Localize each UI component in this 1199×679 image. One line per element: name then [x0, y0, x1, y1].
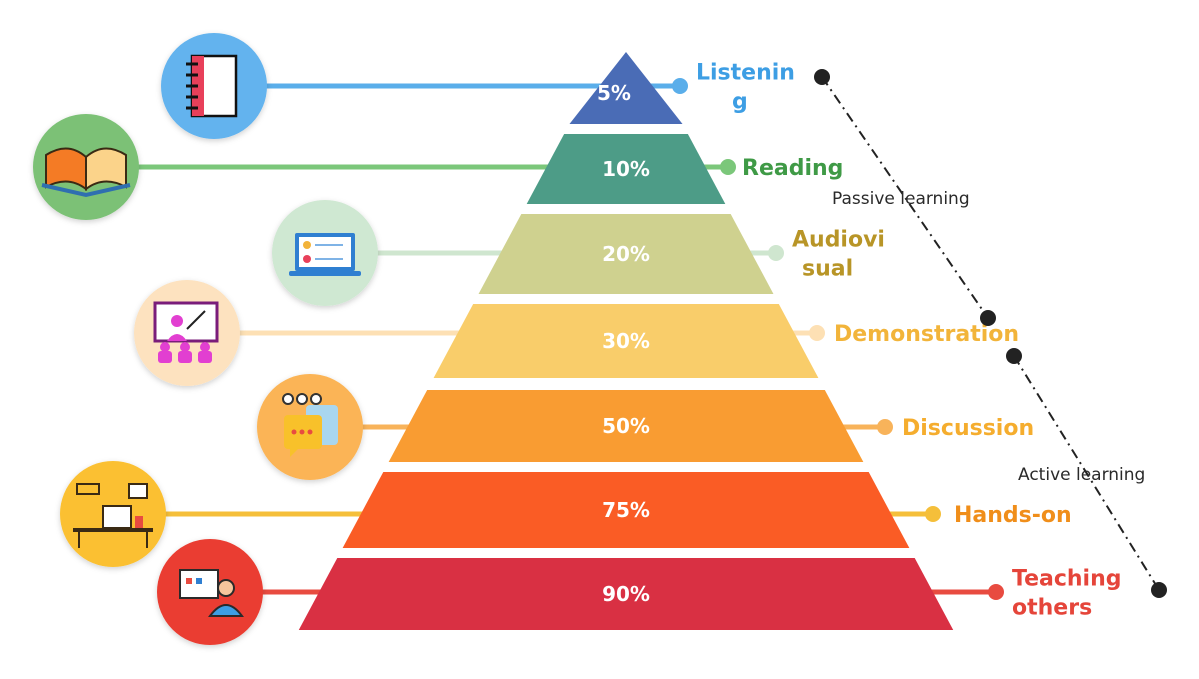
- percentage-hands-on: 75%: [602, 498, 650, 522]
- active-learning-dashdot-line: [1013, 355, 1160, 591]
- presentation-board-icon: [134, 280, 240, 386]
- chat-bubbles-icon: [257, 374, 363, 480]
- active-end-dot: [1151, 582, 1167, 598]
- percentage-discussion: 50%: [602, 414, 650, 438]
- percentage-demonstration: 30%: [602, 329, 650, 353]
- connector-end-dot-teachingothers: [988, 584, 1004, 600]
- label-listening-line-2: g: [732, 90, 748, 115]
- label-demonstration-line-1: Demonstration: [834, 322, 1019, 347]
- percentage-reading: 10%: [602, 157, 650, 181]
- learning-type-indicators: Passive learning Active learning: [814, 69, 1167, 598]
- teacher-icon: [157, 539, 263, 645]
- pyramid-layer-reading: [526, 134, 726, 204]
- pyramid-layer-hands-on: [342, 472, 910, 548]
- laptop-icon: [272, 200, 378, 306]
- passive-end-dot: [980, 310, 996, 326]
- level-icons: [33, 33, 378, 645]
- label-audiovisual-line-1: Audiovi: [792, 228, 885, 253]
- label-hands-on-line-1: Hands-on: [954, 503, 1072, 528]
- passive-learning-label: Passive learning: [832, 189, 970, 209]
- pyramid-layer-listening: [569, 52, 683, 124]
- pyramid-layer-teachingothers: [298, 558, 954, 630]
- pyramid: 5% 10% 20% 30% 50% 75% 90%: [298, 52, 954, 630]
- connector-end-dot-audiovisual: [768, 245, 784, 261]
- percentage-listening: 5%: [597, 81, 631, 105]
- pyramid-layer-audiovisual: [478, 214, 774, 294]
- percentage-teachingothers: 90%: [602, 582, 650, 606]
- connector-end-dot-reading: [720, 159, 736, 175]
- workspace-desk-icon: [60, 461, 166, 567]
- label-discussion-line-1: Discussion: [902, 416, 1034, 441]
- connector-end-dot-demonstration: [809, 325, 825, 341]
- pyramid-layer-demonstration: [433, 304, 819, 378]
- connector-end-dot-hands-on: [925, 506, 941, 522]
- pyramid-layer-discussion: [388, 390, 864, 462]
- notebook-icon: [161, 33, 267, 139]
- label-audiovisual-line-2: sual: [802, 257, 853, 282]
- open-book-icon: [33, 114, 139, 220]
- percentage-audiovisual: 20%: [602, 242, 650, 266]
- label-listening-line-1: Listenin: [696, 61, 795, 86]
- label-teachingothers-line-1: Teaching: [1012, 567, 1122, 592]
- label-reading-line-1: Reading: [742, 156, 843, 181]
- passive-start-dot: [814, 69, 830, 85]
- connector-end-dot-discussion: [877, 419, 893, 435]
- label-teachingothers-line-2: others: [1012, 596, 1092, 621]
- passive-learning-dashdot-line: [821, 76, 989, 319]
- connector-end-dot-listening: [672, 78, 688, 94]
- active-learning-label: Active learning: [1018, 465, 1145, 485]
- active-start-dot: [1006, 348, 1022, 364]
